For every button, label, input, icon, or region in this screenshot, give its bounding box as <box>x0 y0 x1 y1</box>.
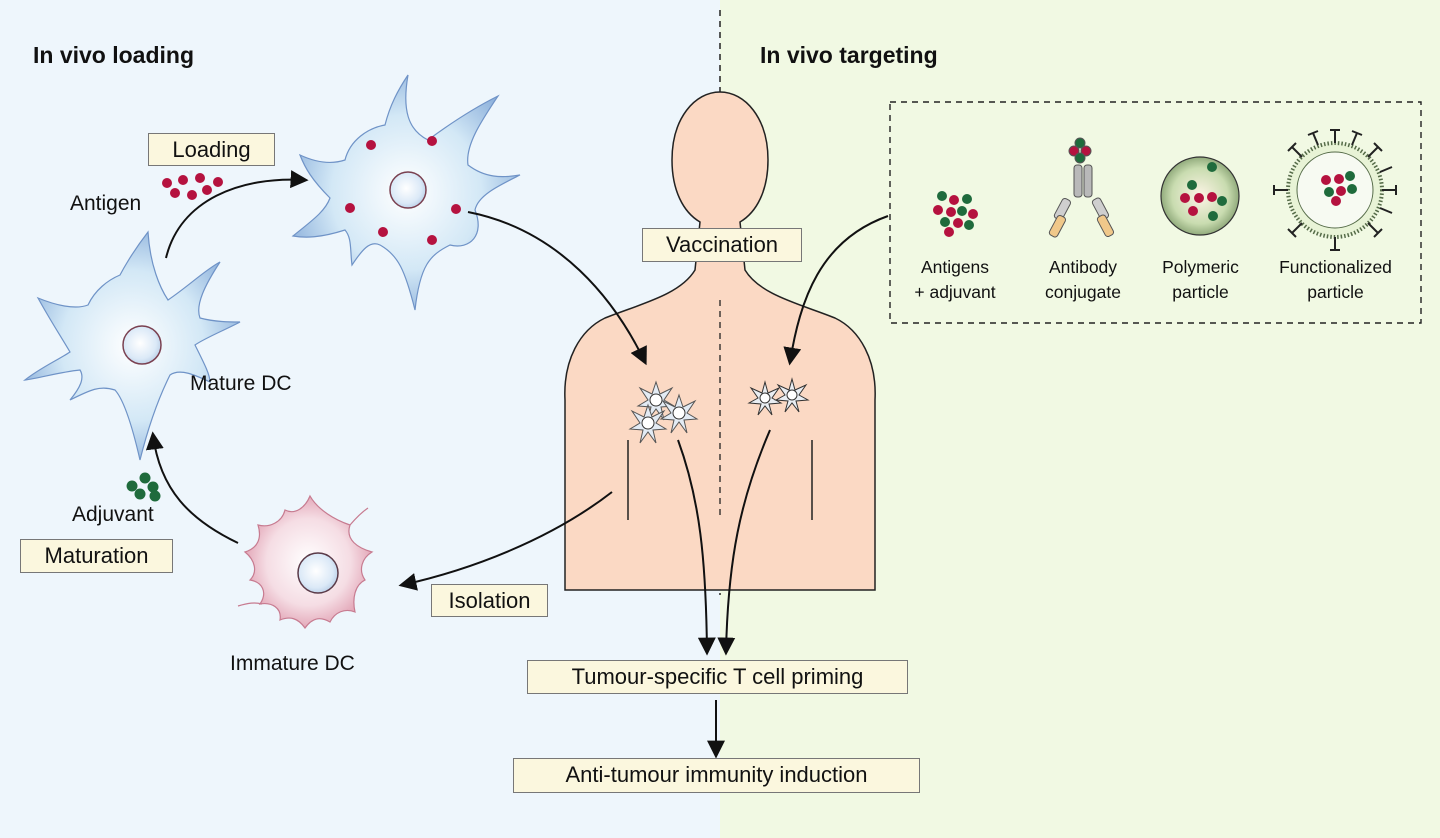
heading-in-vivo-loading: In vivo loading <box>33 42 195 68</box>
formulation-box <box>889 101 1422 324</box>
flow-arrows <box>145 170 889 759</box>
antigens-adjuvant-cluster <box>933 191 978 237</box>
heading-in-vivo-targeting: In vivo targeting <box>760 42 938 68</box>
arrow-loaded-to-body <box>467 211 647 366</box>
formulation-label-line1: Polymeric <box>1162 257 1239 277</box>
formulation-label-line2: conjugate <box>1045 282 1121 302</box>
label-mature-dc: Mature DC <box>190 372 292 395</box>
formulation-antibody-conjugate: Antibody conjugate <box>1023 255 1143 305</box>
formulation-antigens-adjuvant: Antigens + adjuvant <box>895 255 1015 305</box>
formulation-label-line2: + adjuvant <box>914 282 996 302</box>
arrow-body-to-isolation <box>398 491 613 591</box>
functionalized-particle-icon <box>1273 129 1397 251</box>
arrow-right-to-priming <box>717 429 771 656</box>
arrow-antigen-to-loading <box>165 170 309 259</box>
step-isolation: Isolation <box>431 584 548 617</box>
step-maturation: Maturation <box>20 539 173 573</box>
step-vaccination: Vaccination <box>642 228 802 262</box>
formulation-label-line2: particle <box>1172 282 1229 302</box>
label-immature-dc: Immature DC <box>230 652 355 675</box>
human-body <box>564 91 876 591</box>
immature-dc-cell <box>237 494 374 630</box>
step-t-cell-priming: Tumour-specific T cell priming <box>527 660 908 694</box>
polymeric-particle-icon <box>1160 156 1240 236</box>
label-adjuvant: Adjuvant <box>72 503 154 526</box>
antibody-conjugate-icon <box>1048 137 1115 238</box>
body-dc-cluster-right <box>747 377 810 416</box>
loaded-dc-cell <box>291 74 521 311</box>
formulation-label-line1: Antibody <box>1048 257 1118 277</box>
adjuvant-dots <box>126 472 161 502</box>
step-loading: Loading <box>148 133 275 166</box>
label-antigen: Antigen <box>70 192 142 215</box>
antigen-dots <box>162 173 223 200</box>
mature-dc-cell <box>22 230 241 461</box>
step-immunity-induction: Anti-tumour immunity induction <box>513 758 920 793</box>
formulation-label-line1: Functionalized <box>1279 257 1392 277</box>
formulation-label-line2: particle <box>1307 282 1364 302</box>
arrow-targeting-to-body <box>783 215 889 366</box>
formulation-polymeric-particle: Polymeric particle <box>1138 255 1263 305</box>
formulation-functionalized-particle: Functionalized particle <box>1263 255 1408 305</box>
body-dc-cluster-left <box>628 380 699 444</box>
arrow-left-to-priming <box>677 439 716 656</box>
formulation-label-line1: Antigens <box>920 257 990 277</box>
arrow-immature-to-mature <box>145 431 239 544</box>
